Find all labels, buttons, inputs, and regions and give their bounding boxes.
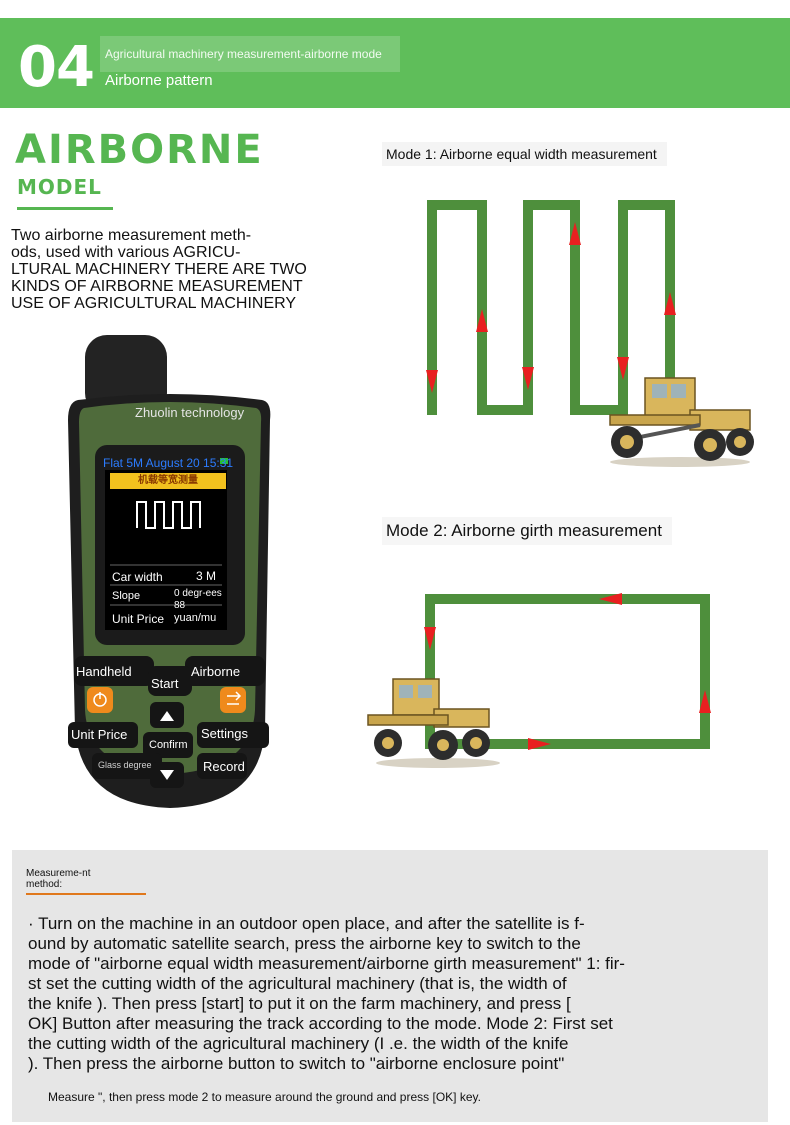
device-body xyxy=(68,335,271,808)
arrow-down-icon xyxy=(617,357,629,380)
intro-line: LTURAL MACHINERY THERE ARE TWO xyxy=(11,261,307,278)
intro-text: Two airborne measurement meth- ods, used… xyxy=(11,227,323,317)
gps-device: Zhuolin technology Flat 5M August 20 15:… xyxy=(60,330,280,820)
mode1-diagram xyxy=(426,200,754,467)
method-line: OK] Button after measuring the track acc… xyxy=(28,1014,613,1033)
row-value: yuan/mu xyxy=(174,612,217,624)
mode2-diagram xyxy=(367,593,711,768)
serpentine-path xyxy=(427,200,675,420)
arrow-right-icon xyxy=(528,738,551,750)
method-line: st set the cutting width of the agricult… xyxy=(28,974,567,993)
arrow-down-icon xyxy=(424,627,436,650)
confirm-button[interactable]: Confirm xyxy=(149,739,188,751)
arrow-down-icon xyxy=(522,367,534,390)
method-line: ound by automatic satellite search, pres… xyxy=(28,934,581,953)
row-label: Slope xyxy=(112,590,141,602)
arrow-up-icon xyxy=(476,309,488,332)
row-value: 0 degr-ees 88 xyxy=(174,588,222,611)
grader-tractor-icon xyxy=(609,377,754,467)
intro-line: KINDS OF AIRBORNE MEASUREMENT xyxy=(11,278,303,295)
method-text: · Turn on the machine in an outdoor open… xyxy=(28,914,728,1074)
arrow-down-icon xyxy=(426,370,438,393)
mode1-label: Mode 1: Airborne equal width measurement xyxy=(382,142,667,166)
arrow-left-icon xyxy=(599,593,622,605)
method-panel: Measureme-nt method: · Turn on the machi… xyxy=(12,850,768,1122)
mode2-label: Mode 2: Airborne girth measurement xyxy=(382,517,672,545)
header-banner: 04 Agricultural machinery measurement-ai… xyxy=(0,18,790,108)
method-footer: Measure ", then press mode 2 to measure … xyxy=(48,1090,481,1104)
settings-button[interactable]: Settings xyxy=(201,726,248,741)
header-subtitle: Agricultural machinery measurement-airbo… xyxy=(105,47,382,61)
method-line: ). Then press the airborne button to swi… xyxy=(28,1054,565,1073)
airborne-button[interactable]: Airborne xyxy=(191,664,241,679)
method-label: Measureme-nt method: xyxy=(26,868,91,890)
intro-line: USE OF AGRICULTURAL MACHINERY xyxy=(11,295,297,312)
method-line: the knife ). Then press [start] to put i… xyxy=(28,994,571,1013)
screen-status-bar: Flat 5M August 20 15:31 xyxy=(103,456,234,470)
subtitle-box xyxy=(100,36,400,72)
method-underline xyxy=(26,893,146,895)
section-number: 04 xyxy=(18,35,95,100)
handheld-button[interactable]: Handheld xyxy=(76,664,132,679)
glass-degree-button[interactable]: Glass degree xyxy=(98,760,152,770)
row-label: Unit Price xyxy=(112,612,165,626)
arrow-up-icon xyxy=(569,222,581,245)
device-brand: Zhuolin technology xyxy=(135,405,245,420)
girth-path xyxy=(425,594,710,749)
method-line: the cutting width of the agricultural ma… xyxy=(28,1034,569,1053)
arrow-up-icon xyxy=(664,292,676,315)
method-line: · Turn on the machine in an outdoor open… xyxy=(28,914,585,933)
intro-line: ods, used with various AGRICU- xyxy=(11,244,241,261)
row-value: 3 M xyxy=(196,569,217,583)
record-button[interactable]: Record xyxy=(203,759,245,774)
title-underline xyxy=(17,207,113,210)
arrow-up-icon xyxy=(699,690,711,713)
row-label: Car width xyxy=(112,570,163,584)
header-title: Airborne pattern xyxy=(105,72,213,89)
method-line: mode of "airborne equal width measuremen… xyxy=(28,954,625,973)
model-title: AIRBORNE xyxy=(15,127,264,173)
grader-tractor-icon xyxy=(367,678,500,768)
model-subtitle: MODEL xyxy=(17,175,102,199)
screen-banner: 机载等宽测量 xyxy=(110,473,226,489)
start-button[interactable]: Start xyxy=(151,676,179,691)
intro-line: Two airborne measurement meth- xyxy=(11,227,252,244)
unit-price-button[interactable]: Unit Price xyxy=(71,727,128,742)
